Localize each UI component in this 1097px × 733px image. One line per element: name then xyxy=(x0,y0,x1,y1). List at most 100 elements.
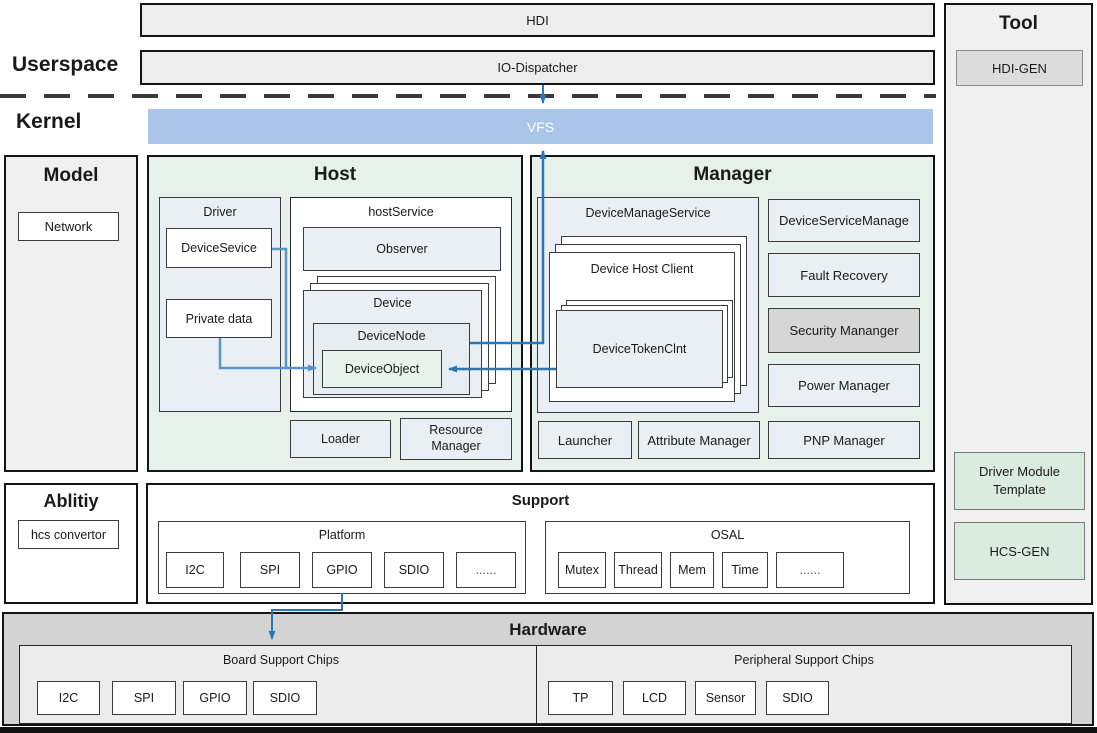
osal-chip-mem: Mem xyxy=(670,552,714,588)
chip-label: Time xyxy=(731,563,759,577)
host-title: Host xyxy=(313,164,357,185)
hcs-gen-label: HCS-GEN xyxy=(989,543,1050,559)
board-chip-sdio: SDIO xyxy=(253,681,317,715)
osal-chip-more: ...... xyxy=(776,552,844,588)
peripheral-support-chips-title: Peripheral Support Chips xyxy=(734,653,874,667)
power-manager-box: Power Manager xyxy=(768,364,920,407)
launcher-box: Launcher xyxy=(538,421,632,459)
model-section: Model xyxy=(4,155,138,472)
chip-label: Sensor xyxy=(705,691,746,705)
bottom-bar xyxy=(0,727,1097,733)
security-manager-box: Security Mananger xyxy=(768,308,920,353)
tool-title: Tool xyxy=(999,13,1038,34)
attribute-manager-box: Attribute Manager xyxy=(638,421,760,459)
chip-label: SPI xyxy=(133,691,155,705)
device-sevice-box: DeviceSevice xyxy=(166,228,272,268)
board-support-chips-title: Board Support Chips xyxy=(222,653,340,667)
device-object-label: DeviceObject xyxy=(344,362,420,376)
board-chip-gpio: GPIO xyxy=(183,681,247,715)
peripheral-chip-lcd: LCD xyxy=(623,681,686,715)
support-title: Support xyxy=(511,492,570,509)
platform-chip-gpio: GPIO xyxy=(312,552,372,588)
userspace-kernel-divider xyxy=(0,94,936,98)
private-data-label: Private data xyxy=(185,311,253,326)
private-data-box: Private data xyxy=(166,299,272,338)
chip-label: I2C xyxy=(185,563,205,577)
device-manage-service-title: DeviceManageService xyxy=(585,206,711,220)
fault-recovery-label: Fault Recovery xyxy=(800,267,888,283)
chip-label: I2C xyxy=(58,691,79,705)
chip-label: GPIO xyxy=(199,691,231,705)
platform-chip-sdio: SDIO xyxy=(384,552,444,588)
hcs-gen-box: HCS-GEN xyxy=(954,522,1085,580)
chip-label: LCD xyxy=(641,691,667,705)
device-sevice-label: DeviceSevice xyxy=(181,241,257,255)
loader-box: Loader xyxy=(290,420,391,458)
hdi-gen-label: HDI-GEN xyxy=(992,60,1047,76)
hdi-box: HDI xyxy=(140,3,935,37)
device-service-manage-box: DeviceServiceManage xyxy=(768,199,920,242)
fault-recovery-box: Fault Recovery xyxy=(768,253,920,297)
osal-chip-time: Time xyxy=(722,552,768,588)
vfs-bar: VFS xyxy=(148,109,933,144)
hcs-convertor-box: hcs convertor xyxy=(18,520,119,549)
resource-manager-box: Resource Manager xyxy=(400,418,512,460)
ability-title: Ablitiy xyxy=(43,491,99,511)
osal-title: OSAL xyxy=(710,528,745,542)
network-box: Network xyxy=(18,212,119,241)
vfs-label: VFS xyxy=(526,118,555,135)
userspace-label: Userspace xyxy=(12,53,119,76)
device-service-manage-label: DeviceServiceManage xyxy=(778,213,910,228)
chip-label: SDIO xyxy=(398,563,430,577)
chip-label: SDIO xyxy=(782,691,813,705)
device-host-client-title: Device Host Client xyxy=(590,262,694,276)
resource-manager-label: Resource Manager xyxy=(429,423,483,453)
device-token-clnt-box: DeviceTokenClnt xyxy=(556,310,723,388)
chip-label: Mem xyxy=(678,563,706,577)
hardware-title: Hardware xyxy=(509,620,587,639)
kernel-label: Kernel xyxy=(16,110,82,133)
platform-chip-spi: SPI xyxy=(240,552,300,588)
board-chip-i2c: I2C xyxy=(37,681,100,715)
chip-label: GPIO xyxy=(326,563,358,577)
platform-chip-i2c: I2C xyxy=(166,552,224,588)
security-manager-label: Security Mananger xyxy=(789,323,899,338)
driver-title: Driver xyxy=(203,205,237,219)
osal-chip-mutex: Mutex xyxy=(558,552,606,588)
device-title: Device xyxy=(373,296,412,310)
chip-label: SDIO xyxy=(269,691,301,705)
attribute-manager-label: Attribute Manager xyxy=(647,432,751,448)
hdi-label: HDI xyxy=(526,12,549,28)
chip-label: TP xyxy=(572,691,589,705)
chip-label: Mutex xyxy=(564,563,600,577)
pnp-manager-box: PNP Manager xyxy=(768,421,920,459)
device-node-title: DeviceNode xyxy=(357,329,426,343)
osal-chip-thread: Thread xyxy=(614,552,662,588)
board-chip-spi: SPI xyxy=(112,681,176,715)
driver-module-template-label: Driver Module Template xyxy=(979,464,1060,497)
model-title: Model xyxy=(43,165,99,186)
io-dispatcher-label: IO-Dispatcher xyxy=(497,60,578,75)
peripheral-chip-tp: TP xyxy=(548,681,613,715)
observer-label: Observer xyxy=(376,242,428,256)
driver-module-template-box: Driver Module Template xyxy=(954,452,1085,510)
io-dispatcher-box: IO-Dispatcher xyxy=(140,50,935,85)
power-manager-label: Power Manager xyxy=(798,378,890,393)
device-token-clnt-label: DeviceTokenClnt xyxy=(592,342,687,356)
peripheral-chip-sdio: SDIO xyxy=(766,681,829,715)
pnp-manager-label: PNP Manager xyxy=(803,432,885,448)
observer-box: Observer xyxy=(303,227,501,271)
hdi-gen-box: HDI-GEN xyxy=(956,50,1083,86)
platform-chip-more: ...... xyxy=(456,552,516,588)
loader-label: Loader xyxy=(321,432,360,446)
launcher-label: Launcher xyxy=(557,432,613,448)
tool-section: Tool xyxy=(944,3,1093,605)
manager-title: Manager xyxy=(693,164,772,185)
platform-title: Platform xyxy=(318,528,366,542)
chip-label: ...... xyxy=(475,563,497,577)
chip-label: ...... xyxy=(799,563,821,577)
chip-label: Thread xyxy=(618,563,658,577)
peripheral-chip-sensor: Sensor xyxy=(695,681,756,715)
network-label: Network xyxy=(44,219,93,234)
